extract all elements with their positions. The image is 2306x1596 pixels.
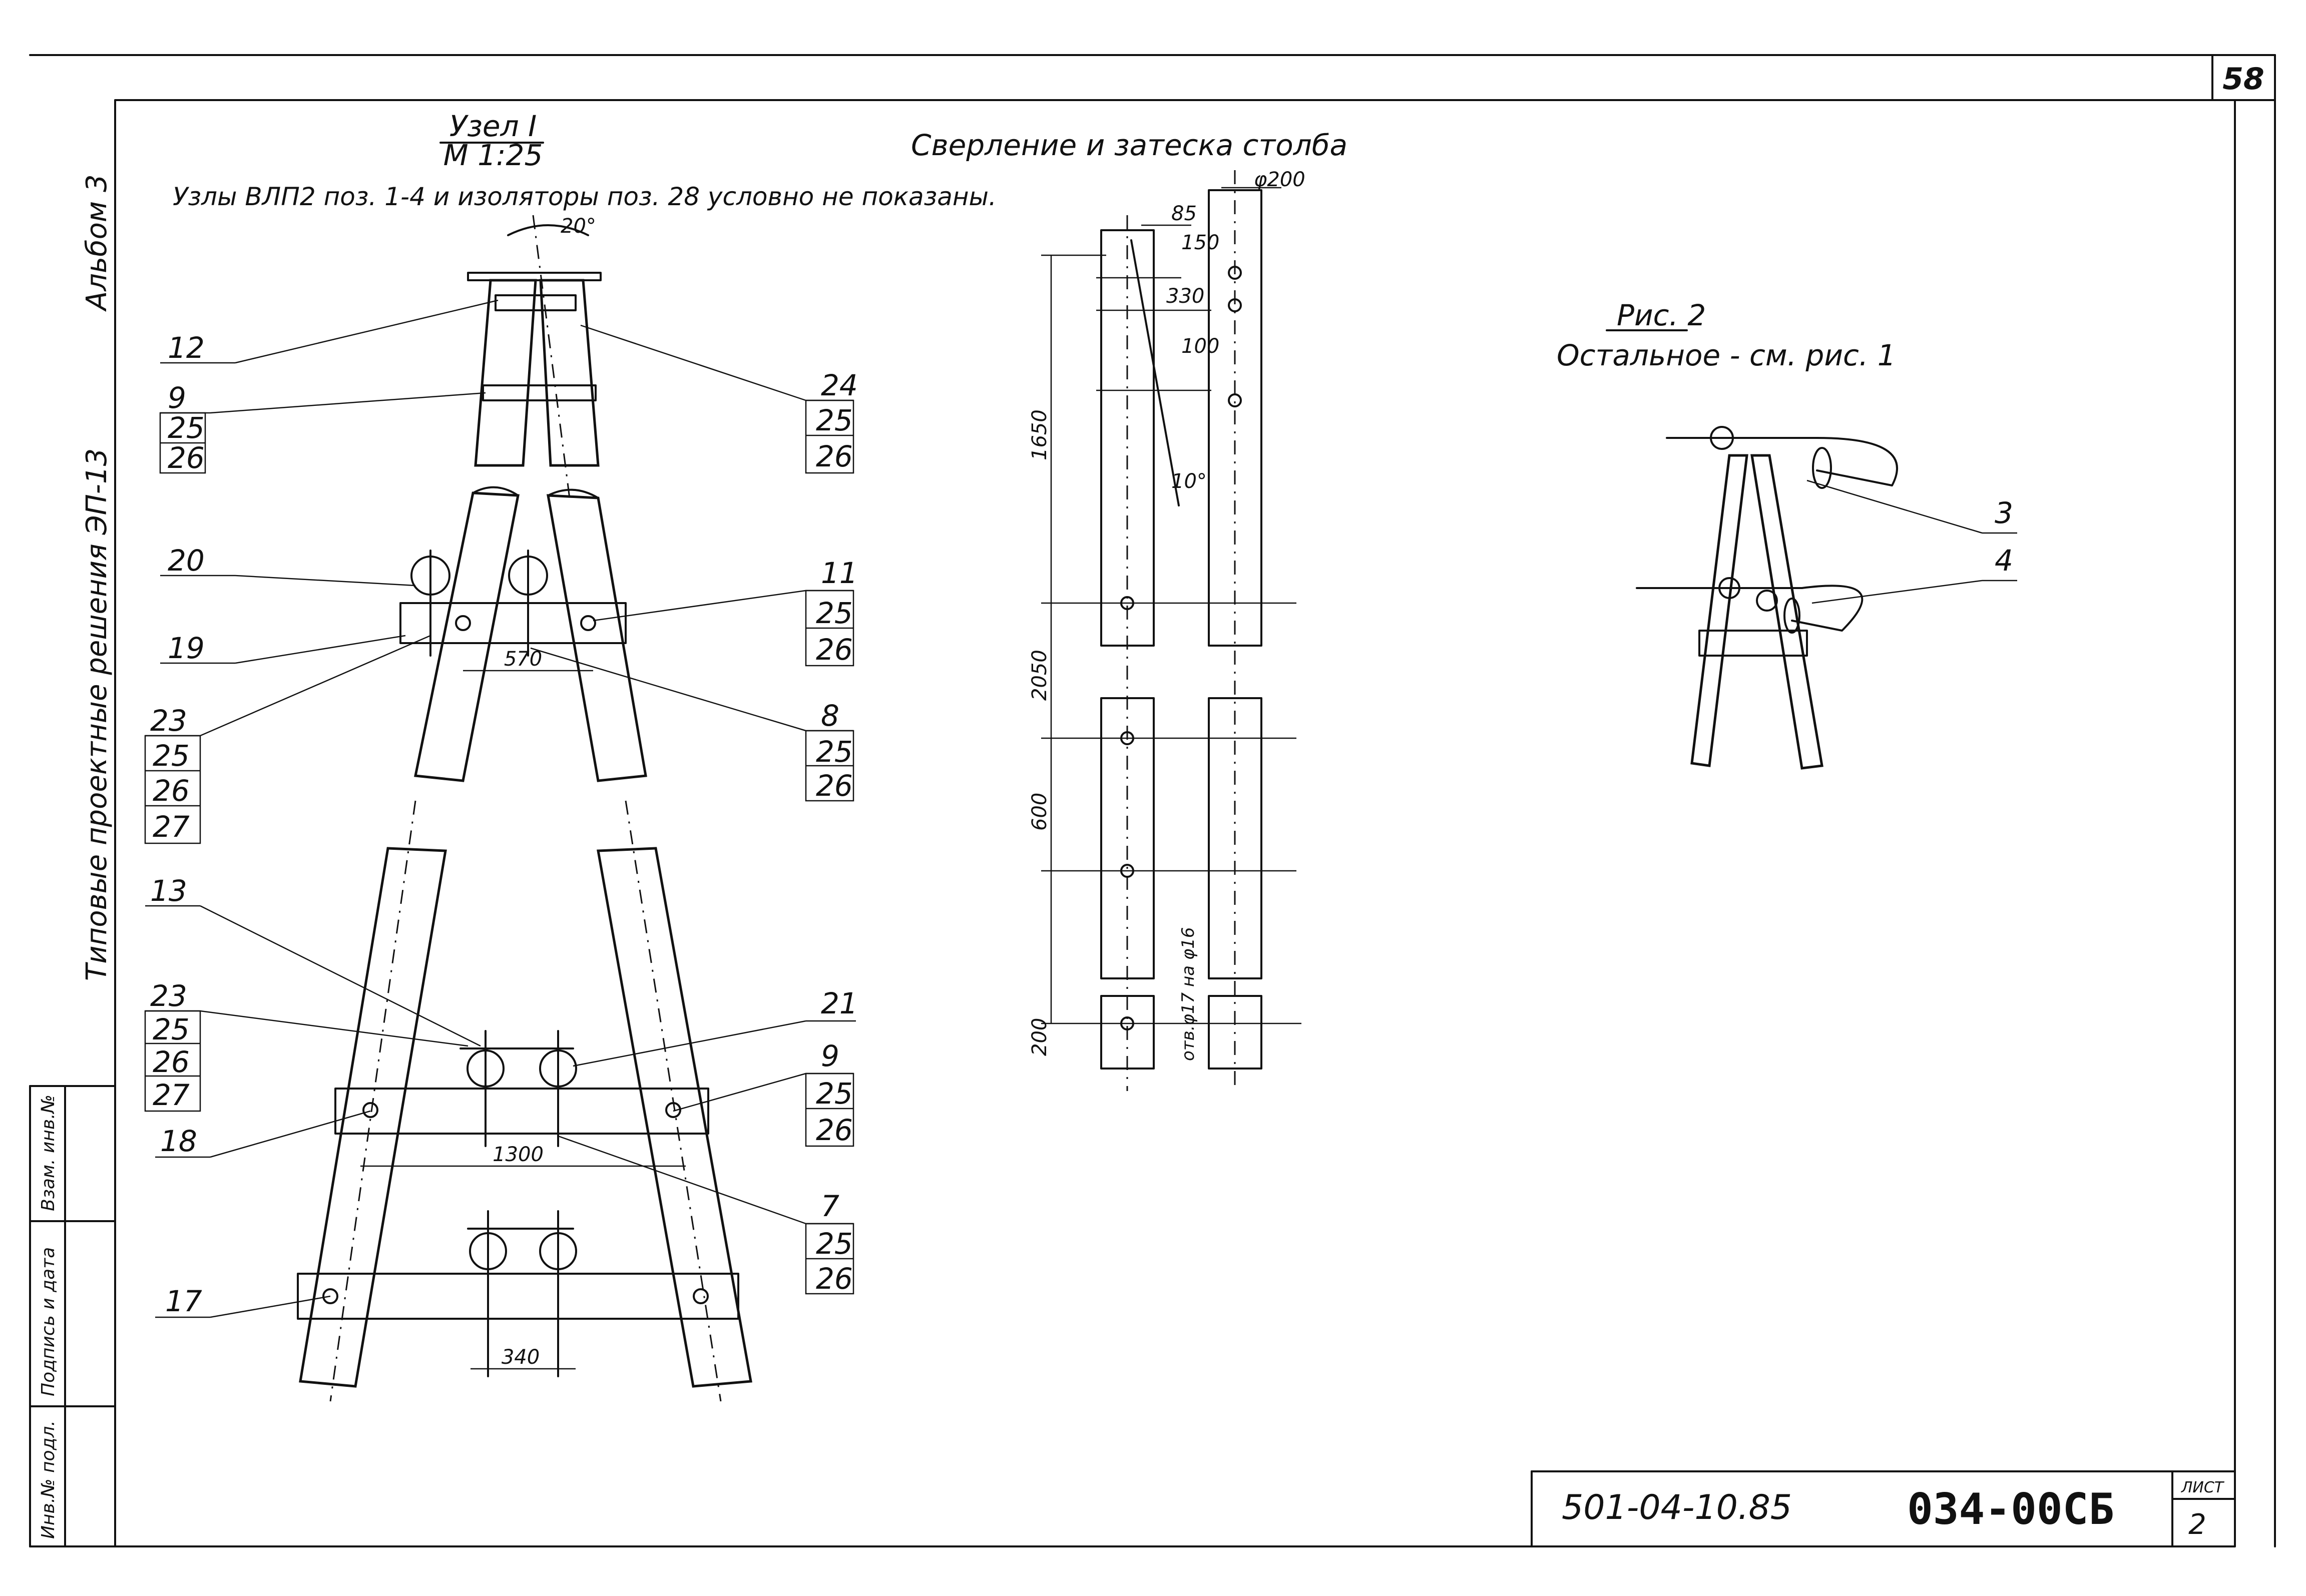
doc-code: 501-04-10.85 (1562, 1488, 1792, 1527)
dim-600: 600 (1028, 793, 1051, 831)
callout-9b-26: 26 (816, 1113, 853, 1147)
callout-23: 23 (150, 704, 187, 738)
page-number: 58 (2222, 62, 2264, 97)
node-title: Узел I (449, 109, 537, 143)
angle-label: 20° (561, 215, 596, 238)
dim-570: 570 (504, 648, 542, 671)
dim-hole: отв.φ17 на φ16 (1178, 927, 1198, 1061)
fig2-title: Рис. 2 (1617, 298, 1706, 332)
drawing-code: 034-00СБ (1907, 1484, 2114, 1534)
callout-24-25: 25 (816, 403, 853, 437)
callout-11-26: 26 (816, 633, 853, 667)
a-frame-mid: 570 (399, 491, 647, 782)
fig2-note: Остальное - см. рис. 1 (1557, 338, 1896, 372)
callout-12: 12 (168, 331, 205, 365)
node-scale: М 1:25 (443, 138, 543, 172)
callout-23b-27: 27 (153, 1078, 190, 1112)
callout-7: 7 (821, 1189, 839, 1223)
dim-2050: 2050 (1028, 650, 1051, 701)
drilling-title: Сверление и затеска столба (911, 128, 1347, 162)
callout-23-26: 26 (153, 774, 190, 808)
callout-23-27: 27 (153, 810, 190, 844)
stamp-replace: Взам. инв.№ (38, 1095, 59, 1211)
a-frame-top: 20° (467, 215, 602, 526)
node-note: Узлы ВЛП2 поз. 1-4 и изоляторы поз. 28 у… (173, 182, 997, 211)
callout-18: 18 (160, 1124, 197, 1158)
dim-330: 330 (1166, 285, 1204, 308)
callout-23b: 23 (150, 979, 187, 1013)
dim-100: 100 (1181, 335, 1219, 358)
callout-7-25: 25 (816, 1227, 853, 1261)
callout-13: 13 (150, 874, 187, 908)
callout-9-25: 25 (168, 411, 205, 445)
drilling-detail (1041, 170, 1301, 1091)
callout-9: 9 (168, 381, 186, 415)
callout-21: 21 (821, 986, 858, 1020)
side-title: Типовые проектные решения ЭП-13 (81, 448, 113, 981)
callout-20: 20 (168, 544, 205, 578)
callout-8-25: 25 (816, 735, 853, 769)
dim-1300: 1300 (493, 1143, 544, 1166)
album-label: Альбом 3 (81, 174, 113, 312)
callout-9b: 9 (821, 1039, 839, 1073)
callout-8-26: 26 (816, 769, 853, 803)
callout-23b-25: 25 (153, 1012, 190, 1046)
callout-19: 19 (168, 631, 205, 665)
dim-150: 150 (1181, 231, 1219, 254)
list-value: 2 (2188, 1508, 2206, 1541)
callout-24-26: 26 (816, 439, 853, 473)
stamp-signature: Подпись и дата (38, 1247, 59, 1396)
callout-11-25: 25 (816, 596, 853, 630)
dim-1650: 1650 (1028, 409, 1051, 460)
sheet-frame (29, 54, 2276, 1547)
callouts: 12 9 25 26 24 25 26 20 19 11 25 26 (144, 299, 858, 1318)
callout-9b-25: 25 (816, 1077, 853, 1111)
callout-11: 11 (821, 556, 858, 590)
diameter-label: φ200 (1254, 168, 1305, 191)
fig2-sketch (1636, 426, 2017, 770)
callout-7-26: 26 (816, 1262, 853, 1296)
dim-340: 340 (502, 1346, 540, 1369)
fig2-label-4: 4 (1995, 544, 2013, 578)
a-frame-bottom: 1300 340 (297, 800, 752, 1402)
dim-10deg: 10° (1171, 470, 1207, 493)
callout-23-25: 25 (153, 739, 190, 773)
callout-9-26: 26 (168, 441, 205, 475)
callout-23b-26: 26 (153, 1045, 190, 1079)
callout-24: 24 (821, 368, 858, 402)
list-label: ЛИСТ (2181, 1479, 2225, 1496)
dim-85: 85 (1171, 202, 1197, 225)
stamp-inv: Инв.№ подл. (38, 1420, 59, 1539)
callout-8: 8 (821, 699, 839, 733)
dim-200: 200 (1028, 1018, 1051, 1056)
callout-17: 17 (165, 1284, 202, 1318)
fig2-label-3: 3 (1995, 496, 2013, 530)
